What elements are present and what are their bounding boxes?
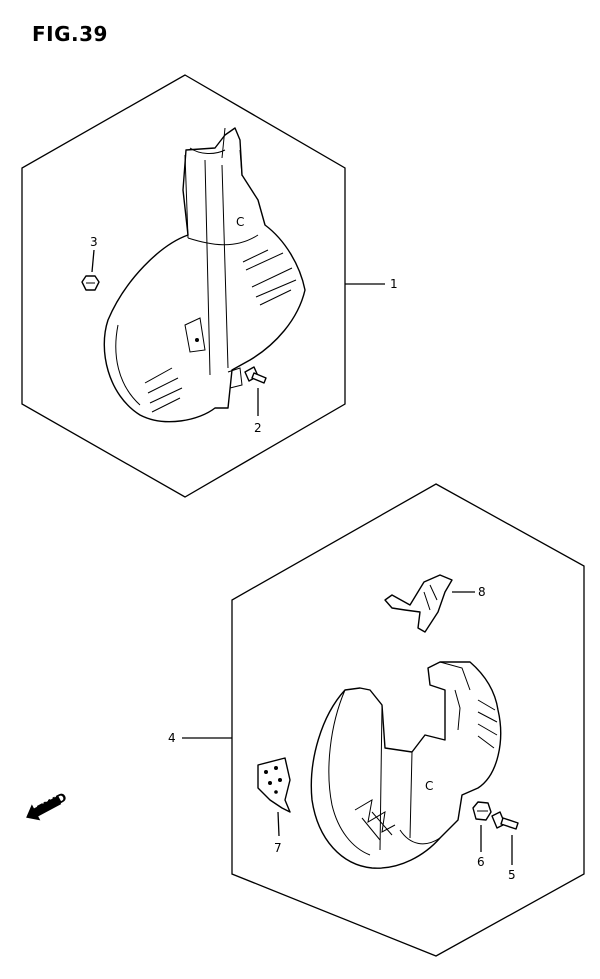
part-2-screw [244,366,267,416]
part-8-bracket [384,574,475,633]
part-5-label: 5 [508,868,516,882]
upper-cover-part: C [103,127,306,423]
fwd-label: FWD [35,790,69,817]
part-3-label: 3 [90,235,98,249]
part-4-label: 4 [168,731,176,745]
part-3-nut [81,249,100,291]
part-6-label: 6 [477,855,485,869]
part-1-label: 1 [390,277,398,291]
part-7-plate [257,757,291,837]
assembly-1-component-label: C [236,215,244,229]
figure-title: FIG.39 [32,22,108,46]
assembly-1-boundary [21,74,346,498]
lower-cover-part: C [310,661,502,869]
assembly-4-boundary [231,483,585,957]
part-2-label: 2 [254,421,262,435]
part-5-screw [491,811,519,865]
part-8-label: 8 [478,585,486,599]
assembly-4-component-label: C [425,779,433,793]
part-6-nut [472,801,492,852]
part-7-label: 7 [274,841,282,855]
fwd-arrow-icon: FWD [26,790,69,821]
